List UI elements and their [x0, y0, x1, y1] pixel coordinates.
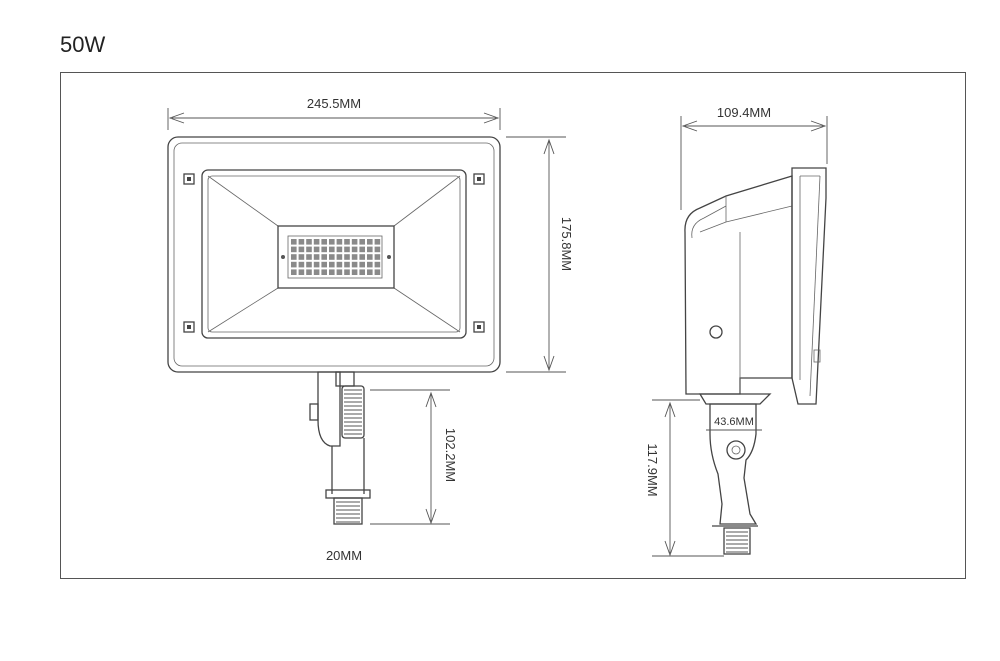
led-chip	[306, 239, 312, 245]
led-chip	[367, 246, 373, 253]
led-chip	[359, 269, 365, 275]
side-view	[684, 167, 827, 555]
led-chip	[298, 269, 305, 275]
dim-side-bracket: 43.6MM	[706, 416, 762, 431]
led-chip	[344, 261, 350, 268]
led-chip	[329, 239, 335, 245]
led-chip	[374, 254, 381, 260]
conduit-label: 20MM	[326, 548, 362, 563]
led-chip	[359, 246, 365, 253]
dim-side-depth: 109.4MM	[680, 105, 828, 210]
led-chip	[336, 254, 343, 260]
led-chip	[359, 239, 365, 245]
dim-bracket-length: 102.2MM	[370, 389, 458, 525]
led-chip	[306, 254, 312, 260]
led-chip	[351, 239, 358, 245]
drawing-frame	[60, 72, 966, 579]
led-chip	[329, 269, 335, 275]
led-chip	[313, 254, 320, 260]
led-chip	[298, 254, 305, 260]
led-chip	[336, 269, 343, 275]
led-chip	[344, 269, 350, 275]
led-chip	[336, 239, 343, 245]
led-chip	[351, 254, 358, 260]
bracket-length-label: 102.2MM	[443, 428, 458, 482]
led-chip	[359, 261, 365, 268]
led-chip	[367, 269, 373, 275]
front-view	[167, 136, 501, 525]
led-chip	[344, 246, 350, 253]
led-chip	[298, 261, 305, 268]
led-chip	[313, 239, 320, 245]
led-chip	[321, 246, 327, 253]
led-chip	[351, 246, 358, 253]
led-array	[291, 239, 381, 275]
side-height-label: 117.9MM	[645, 443, 660, 496]
led-chip	[298, 239, 305, 245]
led-chip	[367, 239, 373, 245]
led-chip	[321, 269, 327, 275]
dim-side-height: 117.9MM	[645, 399, 724, 557]
led-chip	[291, 246, 297, 253]
led-chip	[291, 254, 297, 260]
led-chip	[313, 269, 320, 275]
led-chip	[374, 269, 381, 275]
dim-front-width: 245.5MM	[167, 96, 501, 130]
led-chip	[306, 269, 312, 275]
led-chip	[336, 261, 343, 268]
led-chip	[313, 246, 320, 253]
led-chip	[291, 239, 297, 245]
dim-front-height: 175.8MM	[506, 136, 574, 373]
led-chip	[329, 246, 335, 253]
led-chip	[344, 239, 350, 245]
led-chip	[336, 246, 343, 253]
side-depth-label: 109.4MM	[717, 105, 771, 120]
led-chip	[306, 246, 312, 253]
led-chip	[306, 261, 312, 268]
led-chip	[291, 269, 297, 275]
led-chip	[374, 239, 381, 245]
led-chip	[374, 246, 381, 253]
side-bracket-label: 43.6MM	[714, 416, 754, 428]
led-chip	[367, 254, 373, 260]
led-chip	[321, 239, 327, 245]
led-chip	[313, 261, 320, 268]
led-chip	[367, 261, 373, 268]
front-height-label: 175.8MM	[559, 217, 574, 271]
led-chip	[351, 261, 358, 268]
page-title: 50W	[60, 32, 106, 57]
led-chip	[321, 261, 327, 268]
led-chip	[329, 254, 335, 260]
led-chip	[351, 269, 358, 275]
led-chip	[321, 254, 327, 260]
led-chip	[359, 254, 365, 260]
led-chip	[291, 261, 297, 268]
led-chip	[344, 254, 350, 260]
led-chip	[298, 246, 305, 253]
led-chip	[374, 261, 381, 268]
led-chip	[329, 261, 335, 268]
front-width-label: 245.5MM	[307, 96, 361, 111]
